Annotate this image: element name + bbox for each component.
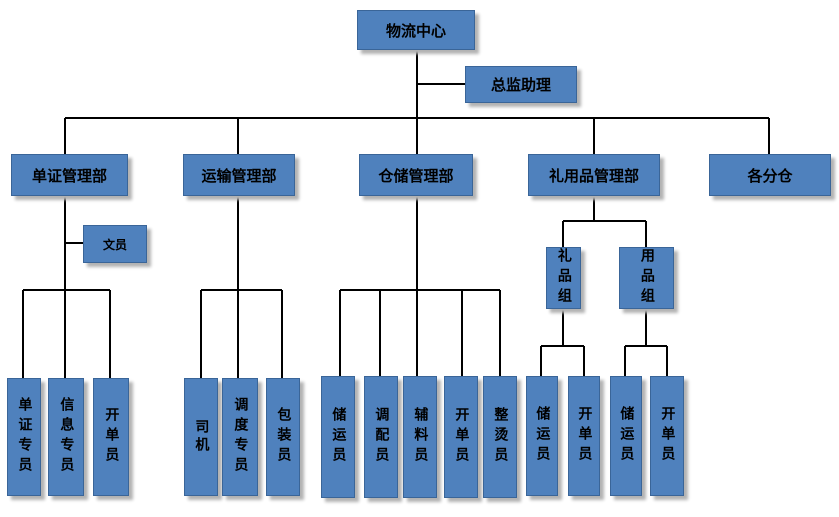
node-doc-staff: 信息专员 — [48, 378, 84, 496]
node-dept-transport: 运输管理部 — [183, 154, 295, 196]
node-assistant: 总监助理 — [465, 66, 577, 103]
node-storage-staff: 储运员 — [321, 376, 355, 498]
connector-gift — [562, 196, 647, 248]
node-storage-staff: 开单员 — [444, 376, 478, 498]
node-doc-staff: 开单员 — [93, 378, 129, 496]
node-dept-gift: 礼用品管理部 — [528, 154, 660, 196]
node-storage-staff: 整烫员 — [483, 376, 517, 498]
node-dept-branch: 各分仓 — [709, 154, 831, 196]
node-dept-doc: 单证管理部 — [11, 154, 128, 196]
node-gift-staff: 储运员 — [526, 376, 558, 496]
node-gift-staff: 开单员 — [568, 376, 600, 496]
node-supply-staff: 开单员 — [650, 376, 684, 496]
connector-transport — [200, 196, 283, 378]
node-supply-staff: 储运员 — [610, 376, 642, 496]
node-gift-group: 礼品组 — [546, 247, 581, 309]
node-dept-storage: 仓储管理部 — [359, 154, 473, 196]
node-logistics-center: 物流中心 — [357, 10, 475, 50]
node-transport-staff: 调度专员 — [222, 378, 258, 496]
node-doc-staff: 单证专员 — [7, 378, 41, 496]
node-transport-staff: 司机 — [184, 378, 218, 496]
node-storage-staff: 调配员 — [364, 376, 398, 498]
connector-storage — [339, 196, 501, 378]
node-transport-staff: 包装员 — [266, 378, 300, 496]
node-supply-group: 用品组 — [619, 247, 674, 309]
node-clerk: 文员 — [83, 225, 147, 263]
connector-doc — [22, 196, 111, 380]
node-storage-staff: 辅料员 — [403, 376, 437, 498]
